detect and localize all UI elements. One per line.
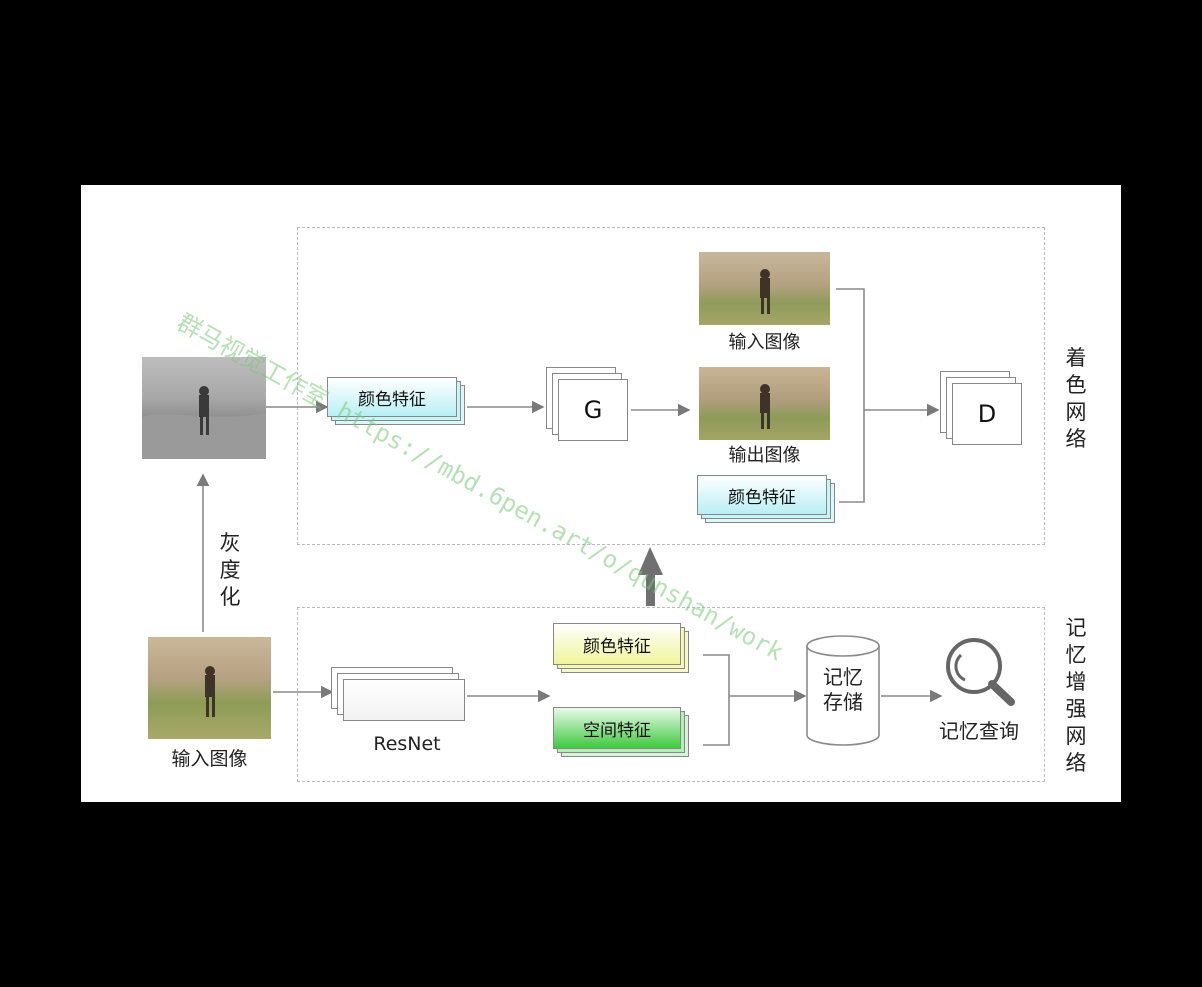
resnet-stack — [331, 667, 471, 727]
top-input-image-label: 输入图像 — [728, 332, 801, 353]
color-feature-bottom-label: 颜色特征 — [583, 636, 651, 657]
resnet-label: ResNet — [373, 733, 441, 755]
generator-box: G — [558, 379, 628, 441]
memory-network-region — [297, 607, 1045, 782]
color-feature-top-box: 颜色特征 — [327, 377, 457, 417]
color-feature-top-label: 颜色特征 — [358, 389, 426, 410]
spatial-feature-box: 空间特征 — [553, 707, 681, 749]
color-feature-right-label: 颜色特征 — [728, 487, 796, 508]
top-input-image — [699, 252, 830, 325]
discriminator-box: D — [952, 383, 1022, 445]
generator-label: G — [583, 396, 603, 424]
discriminator-label: D — [977, 400, 997, 428]
spatial-feature-label: 空间特征 — [583, 720, 651, 741]
colorization-network-label: 着色网络 — [1065, 346, 1087, 451]
memory-storage-label: 记忆存储 — [823, 665, 863, 714]
bottom-input-image-label: 输入图像 — [171, 748, 248, 770]
discriminator-stack: D — [940, 371, 1025, 449]
memory-query-label: 记忆查询 — [939, 719, 1019, 743]
grayscale-image — [142, 357, 266, 459]
colorization-network-region — [297, 227, 1045, 545]
grayscale-label: 灰度化 — [219, 531, 241, 609]
output-image — [699, 367, 830, 440]
memory-storage-cylinder — [806, 635, 880, 746]
memory-network-label: 记忆增强网络 — [1065, 616, 1087, 775]
color-feature-stack-right: 颜色特征 — [697, 475, 839, 533]
color-feature-bottom-box: 颜色特征 — [553, 623, 681, 665]
output-image-label: 输出图像 — [728, 445, 801, 466]
bottom-input-image — [148, 637, 271, 739]
color-feature-stack-top: 颜色特征 — [327, 377, 467, 435]
spatial-feature-stack: 空间特征 — [553, 707, 695, 765]
color-feature-right-box: 颜色特征 — [697, 475, 827, 515]
color-feature-stack-bottom: 颜色特征 — [553, 623, 695, 681]
connectors — [196, 288, 1015, 746]
merge-bracket-bottom — [703, 654, 730, 746]
diagram-panel: 颜色特征 G 输入图像 输出图像 颜色特征 D 着色网络 记忆增强网络 灰度化 — [81, 185, 1121, 802]
memory-to-colorization-arrow — [638, 547, 663, 606]
generator-stack: G — [546, 367, 631, 445]
resnet-box — [343, 679, 465, 721]
merge-bracket-top — [836, 288, 865, 503]
magnifier-icon — [946, 638, 1015, 706]
